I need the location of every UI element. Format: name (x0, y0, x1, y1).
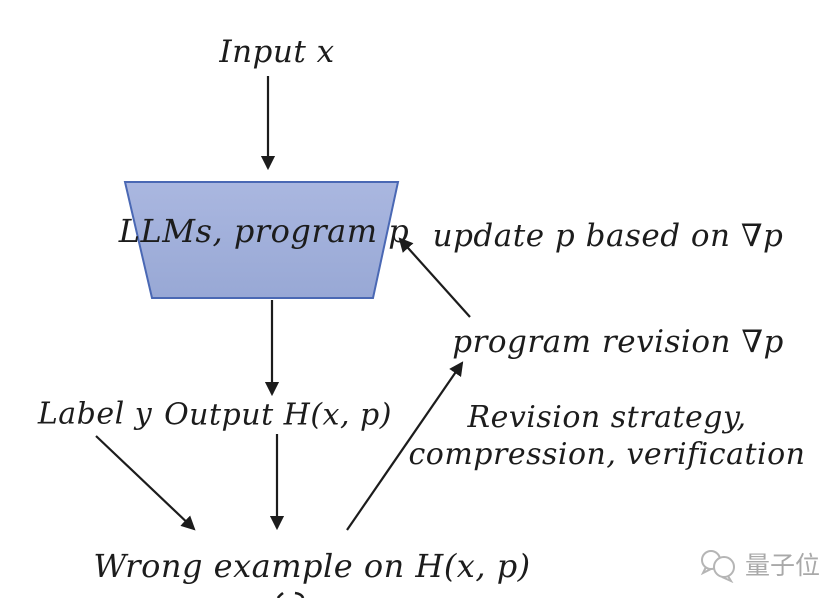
revision-strategy-line1: Revision strategy, (467, 400, 747, 435)
revision-strategy-line2: compression, verification (408, 437, 806, 472)
cutoff-text-fragment (276, 591, 305, 598)
watermark: 量子位 (698, 546, 820, 584)
label-y-label: Label y (37, 396, 153, 432)
wrong-example-label: Wrong example on H(x, p) (93, 547, 531, 585)
speech-bubbles-icon (700, 550, 735, 583)
llm-box-label: LLMs, program p (118, 212, 410, 250)
update-p-label: update p based on ∇p (432, 218, 784, 254)
revision-strategy-label: Revision strategy, compression, verifica… (408, 399, 805, 473)
watermark-text: 量子位 (745, 550, 821, 580)
arrow-revision-to-llm (398, 237, 471, 318)
arrow-wrong-to-revision (346, 361, 464, 531)
program-revision-label: program revision ∇p (452, 324, 784, 360)
llm-trapezoid (123, 181, 400, 299)
output-label: Output H(x, p) (164, 397, 392, 433)
arrow-label-to-wrong (95, 435, 196, 531)
input-label: Input x (219, 34, 335, 70)
